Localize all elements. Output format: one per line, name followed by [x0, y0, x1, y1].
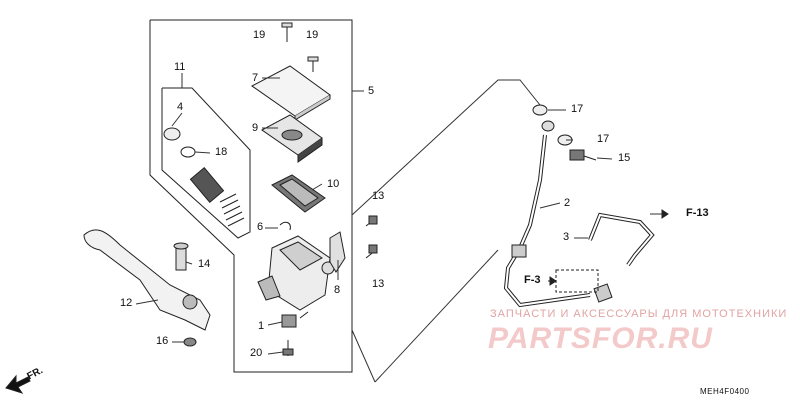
hose-outline-2	[351, 329, 376, 383]
ref-f13: F-13	[686, 207, 709, 219]
callout-20: 20	[250, 347, 263, 359]
callout-7: 7	[252, 72, 259, 84]
front-direction-arrow-icon	[5, 374, 31, 394]
washer-17a-icon	[532, 104, 548, 116]
callout-10: 10	[327, 178, 340, 190]
callout-4: 4	[177, 101, 184, 113]
callout-13b: 13	[372, 278, 385, 290]
piston-icon	[189, 167, 225, 203]
bolt-13b-icon	[365, 244, 378, 259]
callout-12: 12	[120, 297, 133, 309]
diagram-code: MEH4F0400	[700, 387, 750, 396]
clamp-icon	[329, 231, 346, 273]
ref-box	[555, 269, 599, 293]
callout-8: 8	[334, 284, 341, 296]
nut-icon	[183, 337, 197, 347]
callout-13a: 13	[372, 190, 385, 202]
pivot-bolt-icon	[173, 242, 189, 271]
callout-3: 3	[563, 231, 570, 243]
screw-19b-icon	[307, 56, 319, 72]
clip-icon	[279, 221, 291, 231]
callout-1: 1	[258, 320, 265, 332]
bolt-13a-icon	[365, 215, 378, 227]
brake-pipe-icon	[588, 212, 655, 267]
boot-icon	[163, 127, 181, 141]
screw-20-icon	[282, 340, 294, 356]
callout-6: 6	[257, 221, 264, 233]
hose-outline	[351, 79, 541, 216]
callout-19a: 19	[253, 29, 266, 41]
brake-switch-icon	[281, 311, 309, 328]
callout-17a: 17	[571, 103, 584, 115]
banjo-bolt-icon	[569, 149, 597, 161]
subassembly-outline	[161, 87, 251, 239]
callout-11: 11	[174, 61, 186, 73]
screw-19a-icon	[281, 22, 293, 42]
callout-17b: 17	[597, 133, 610, 145]
circlip-icon	[180, 146, 196, 158]
watermark-logo: PARTSFOR.RU	[488, 322, 713, 355]
callout-18: 18	[215, 146, 228, 158]
callout-19b: 19	[306, 29, 319, 41]
callout-9: 9	[252, 122, 259, 134]
callout-16: 16	[156, 335, 169, 347]
reservoir-cap-icon	[251, 65, 331, 117]
ref-f3: F-3	[524, 274, 541, 286]
assembly-outline	[149, 19, 353, 373]
callout-15: 15	[618, 152, 631, 164]
watermark-tagline: ЗАПЧАСТИ И АКСЕССУАРЫ ДЛЯ МОТОТЕХНИКИ	[490, 308, 788, 320]
callout-14: 14	[198, 258, 211, 270]
callout-5: 5	[368, 85, 375, 97]
callout-2: 2	[564, 197, 571, 209]
hose-outline-3	[374, 249, 499, 383]
spring-icon	[219, 193, 245, 227]
brake-lever-icon	[83, 229, 211, 331]
